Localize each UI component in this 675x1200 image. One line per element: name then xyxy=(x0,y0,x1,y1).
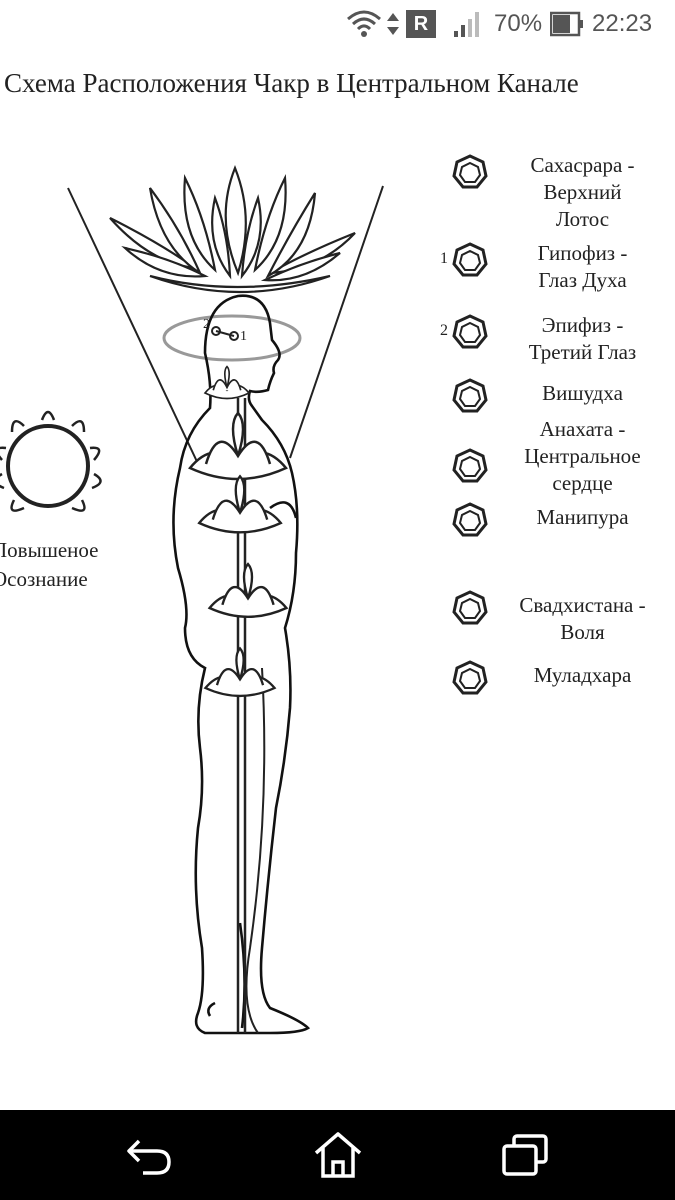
legend-item-pituitary: 1 Гипофиз - Глаз Духа xyxy=(440,240,675,294)
legend-label-line: Вишудха xyxy=(542,381,623,405)
legend-label-line: Воля xyxy=(560,620,605,644)
heptagram-icon xyxy=(452,590,488,625)
legend-label-line: Верхний xyxy=(543,180,622,204)
legend-label-line: Третий Глаз xyxy=(528,340,637,364)
sun-caption-line-2: Осознание xyxy=(0,567,88,591)
heptagram-icon xyxy=(452,314,488,349)
roaming-badge: R xyxy=(406,10,436,38)
signal-icon xyxy=(452,0,482,48)
diagram-title: Схема Расположения Чакр в Центральном Ка… xyxy=(4,68,579,98)
back-icon xyxy=(127,1139,171,1175)
legend-item-manipura: Манипура xyxy=(440,500,675,540)
top-lotus-icon xyxy=(109,165,356,294)
legend-label-line: Анахата - xyxy=(539,417,626,441)
legend-label-line: Сахасрара - xyxy=(530,153,635,177)
navigation-bar xyxy=(0,1110,675,1200)
legend-label-line: Лотос xyxy=(555,207,610,231)
legend-item-sahasrara: Сахасрара - Верхний Лотос xyxy=(440,152,675,233)
recents-button[interactable] xyxy=(495,1130,555,1180)
battery-icon xyxy=(550,0,584,48)
legend-label-line: сердце xyxy=(552,471,613,495)
battery-percent: 70% xyxy=(494,10,543,37)
legend-label-line: Свадхистана - xyxy=(519,593,646,617)
root-lotus-icon xyxy=(203,646,277,697)
legend-label-line: Центральное xyxy=(524,444,641,468)
legend-label-line: Глаз Духа xyxy=(538,268,627,292)
heptagram-icon xyxy=(452,660,488,695)
legend-item-vishuddha: Вишудха xyxy=(440,376,675,416)
solar-lotus-icon xyxy=(197,474,283,534)
clock: 22:23 xyxy=(592,10,653,37)
sun-icon xyxy=(0,410,102,512)
status-bar: R 70% 22:23 xyxy=(0,0,675,48)
legend-label-line: Манипура xyxy=(536,505,629,529)
legend-label-line: Гипофиз - xyxy=(537,241,628,265)
home-button[interactable] xyxy=(308,1130,368,1180)
side-channel xyxy=(245,667,266,1034)
cone-left-line xyxy=(67,187,201,469)
heptagram-icon xyxy=(452,502,488,537)
recents-icon xyxy=(502,1134,548,1176)
wifi-icon xyxy=(346,0,382,48)
heart-lotus-icon xyxy=(188,411,288,481)
data-arrows-icon xyxy=(386,0,400,48)
legend-label-line: Эпифиз - xyxy=(541,313,624,337)
home-icon xyxy=(314,1132,362,1178)
heptagram-icon xyxy=(452,378,488,413)
legend-item-svadhisthana: Свадхистана - Воля xyxy=(440,588,675,646)
cone-right-line xyxy=(289,185,384,459)
legend-label-line: Муладхара xyxy=(533,663,632,687)
sun-caption: Повышеное Осознание xyxy=(0,536,99,594)
throat-lotus-icon xyxy=(203,365,251,400)
legend-item-anahata: Анахата - Центральное сердце xyxy=(440,416,675,497)
heptagram-icon xyxy=(452,448,488,483)
head-mark-1: 1 xyxy=(240,329,247,344)
legend-item-muladhara: Муладхара xyxy=(440,658,675,698)
head-mark-2: 2 xyxy=(203,317,210,332)
head-halo xyxy=(162,314,302,362)
heptagram-icon xyxy=(452,154,488,189)
back-button[interactable] xyxy=(120,1130,180,1180)
legend-item-pineal: 2 Эпифиз - Третий Глаз xyxy=(440,312,675,366)
roaming-icon: R xyxy=(406,0,436,48)
heptagram-icon xyxy=(452,242,488,277)
head-points xyxy=(211,326,239,341)
sun-caption-line-1: Повышеное xyxy=(0,538,99,562)
sacral-lotus-icon xyxy=(207,562,289,618)
image-viewer[interactable]: Схема Расположения Чакр в Центральном Ка… xyxy=(0,48,675,1110)
chakra-diagram: 2 1 xyxy=(0,165,384,1035)
